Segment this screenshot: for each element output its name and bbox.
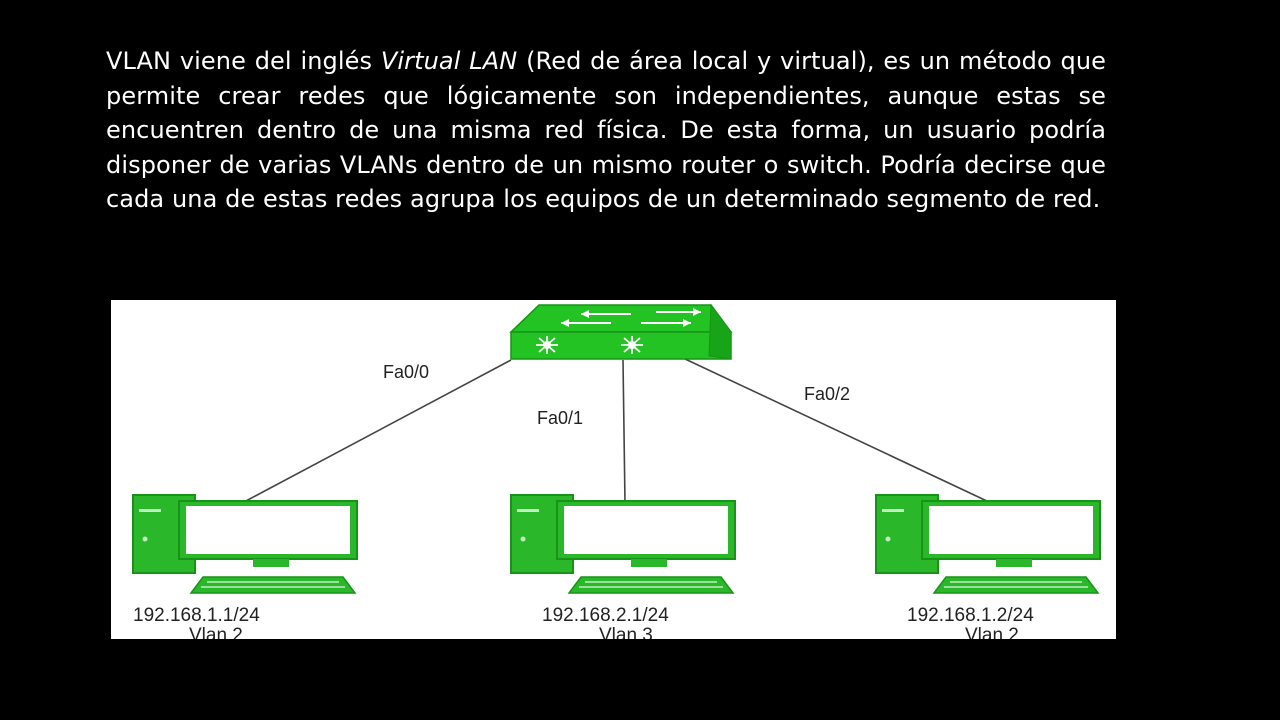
desktop-computer-icon <box>875 494 1101 594</box>
intro-text-start: VLAN viene del inglés <box>106 47 381 75</box>
pc-vlan-label: Vlan 2 <box>189 625 243 639</box>
pc-vlan-label: Vlan 3 <box>599 625 653 639</box>
pc-vlan-label: Vlan 2 <box>965 625 1019 639</box>
intro-text-italic: Virtual LAN <box>380 47 518 75</box>
port-label-fa0-1: Fa0/1 <box>537 408 583 428</box>
link-line-fa0-0 <box>243 359 512 503</box>
pc-ip-label: 192.168.2.1/24 <box>542 605 669 626</box>
network-switch-icon <box>509 303 733 360</box>
port-label-fa0-2: Fa0/2 <box>804 384 850 404</box>
network-diagram: Fa0/0 Fa0/1 Fa0/2 <box>111 300 1116 639</box>
pc-ip-label: 192.168.1.2/24 <box>907 605 1034 626</box>
pc-ip-label: 192.168.1.1/24 <box>133 605 260 626</box>
desktop-computer-icon <box>132 494 358 594</box>
intro-paragraph: VLAN viene del inglés Virtual LAN (Red d… <box>106 44 1106 217</box>
link-line-fa0-1 <box>622 359 626 504</box>
intro-text-rest: (Red de área local y virtual), es un mét… <box>106 47 1107 213</box>
desktop-computer-icon <box>510 494 736 594</box>
port-label-fa0-0: Fa0/0 <box>383 362 429 382</box>
link-line-fa0-2 <box>682 357 990 503</box>
